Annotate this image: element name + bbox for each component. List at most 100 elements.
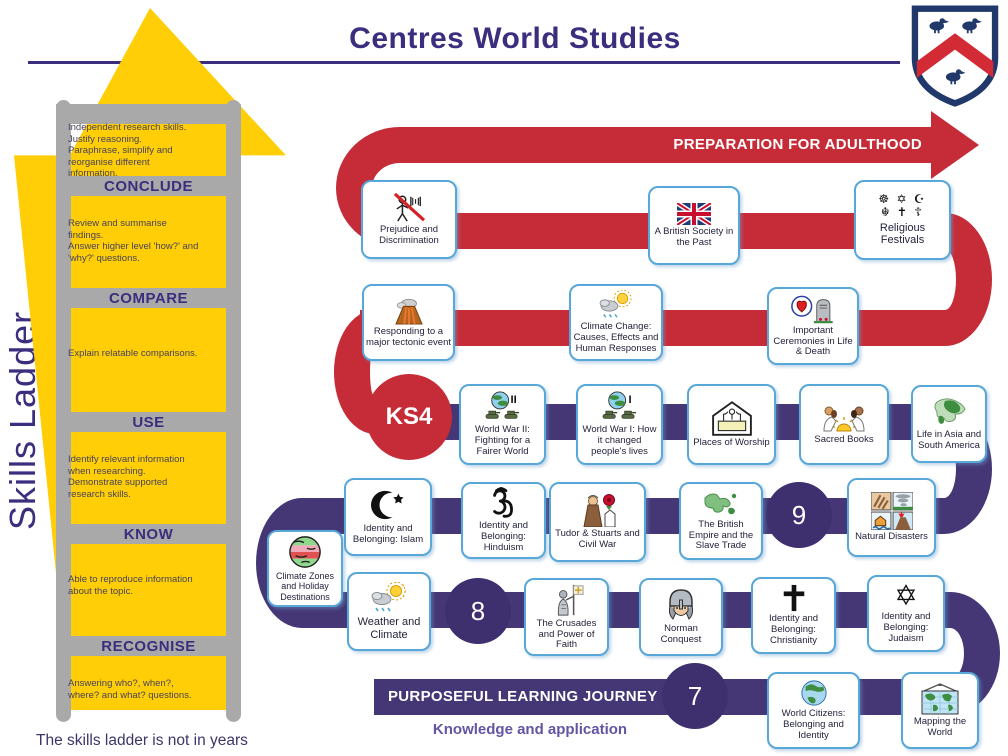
card-label: World War I: How it changed people's liv… — [582, 424, 657, 457]
tudor-figure-rose-icon — [578, 493, 618, 528]
title-underline — [28, 61, 900, 64]
ladder-skill-description: Answering who?, when?, where? and what? … — [68, 678, 192, 701]
card-tudor-stuarts: Tudor & Stuarts and Civil War — [549, 482, 646, 562]
svg-text:II: II — [510, 394, 516, 406]
crusader-flag-icon — [550, 583, 584, 617]
card-label: Life in Asia and South America — [916, 429, 982, 451]
card-label: A British Society in the Past — [654, 225, 734, 248]
card-natural-disasters: Natural Disasters — [847, 478, 936, 557]
om-icon — [487, 487, 521, 519]
ladder-rung-conclude: CONCLUDE — [56, 176, 241, 196]
globe-tanks-ww1-icon: I — [598, 391, 642, 423]
card-label: Mapping the World — [913, 715, 967, 738]
card-world-citizens: World Citizens: Belonging and Identity — [767, 672, 860, 749]
ban-person-icon — [389, 192, 429, 223]
card-prejudice-discrimination: Prejudice and Discrimination — [361, 180, 457, 259]
disasters-grid-icon — [870, 492, 913, 531]
card-british-society: A British Society in the Past — [648, 186, 740, 265]
worship-house-icon — [711, 400, 753, 436]
card-judaism: ✡ Identity and Belonging: Judaism — [867, 575, 945, 652]
asia-map-icon — [929, 396, 969, 428]
card-christianity: Identity and Belonging: Christianity — [751, 577, 836, 654]
card-label: World Citizens: Belonging and Identity — [781, 708, 846, 741]
card-label: Sacred Books — [814, 434, 874, 446]
page-title: Centres World Studies — [349, 22, 681, 55]
card-label: Climate Zones and Holiday Destinations — [275, 570, 335, 602]
card-mapping-the-world: Mapping the World — [901, 672, 979, 749]
climate-zones-globe-icon — [288, 535, 322, 569]
learning-journey-banner: PURPOSEFUL LEARNING JOURNEY — [388, 688, 658, 705]
ladder-skill-description: Review and summarise findings. Answer hi… — [68, 218, 199, 264]
ladder-skill-description: Explain relatable comparisons. — [68, 348, 198, 359]
ladder-rung-recognise: RECOGNISE — [56, 636, 241, 656]
ladder-rung-know: KNOW — [56, 524, 241, 544]
card-hinduism: Identity and Belonging: Hinduism — [461, 482, 546, 559]
union-jack-icon — [677, 202, 711, 225]
star-of-david-icon: ✡ — [894, 580, 918, 612]
card-label: Weather and Climate — [357, 615, 421, 641]
volcano-icon — [390, 297, 428, 325]
card-british-empire: The British Empire and the Slave Trade — [679, 482, 763, 560]
card-world-war-1: I World War I: How it changed people's l… — [576, 384, 663, 465]
globe-icon — [798, 679, 830, 707]
ladder-rung — [56, 104, 241, 124]
ladder-rail-right — [226, 100, 241, 722]
card-label: The Crusades and Power of Faith — [536, 617, 597, 651]
crescent-star-icon — [369, 488, 407, 522]
ladder-rung-compare: COMPARE — [56, 288, 241, 308]
card-weather-climate: Weather and Climate — [347, 572, 431, 651]
preparation-banner: PREPARATION FOR ADULTHOOD — [673, 136, 922, 153]
card-tectonic-event: Responding to a major tectonic event — [362, 284, 455, 361]
year8-circle: 8 — [445, 578, 511, 644]
card-label: Places of Worship — [693, 437, 770, 449]
cross-icon — [780, 584, 808, 612]
card-label: Norman Conquest — [660, 623, 702, 645]
card-label: Responding to a major tectonic event — [366, 325, 452, 348]
card-label: Prejudice and Discrimination — [379, 223, 439, 246]
card-norman-conquest: Norman Conquest — [639, 578, 723, 656]
ladder-footnote: The skills ladder is not in years — [36, 732, 248, 749]
card-label: Identity and Belonging: Islam — [352, 523, 424, 545]
card-climate-change: Climate Change: Causes, Effects and Huma… — [569, 284, 663, 361]
globe-tanks-ww2-icon: II — [481, 391, 525, 423]
card-label: Tudor & Stuarts and Civil War — [555, 528, 640, 550]
card-label: Natural Disasters — [855, 531, 928, 543]
card-places-of-worship: Places of Worship — [687, 384, 776, 465]
ladder-rung-use: USE — [56, 412, 241, 432]
sun-cloud-icon — [598, 290, 634, 320]
card-islam: Identity and Belonging: Islam — [344, 478, 432, 556]
ladder-skill-description: Able to reproduce information about the … — [68, 574, 193, 597]
card-label: Identity and Belonging: Judaism — [881, 611, 931, 644]
journey-subtitle: Knowledge and application — [432, 721, 628, 738]
card-important-ceremonies: Important Ceremonies in Life & Death — [767, 287, 859, 365]
heart-gravestone-icon — [791, 294, 835, 324]
card-label: Climate Change: Causes, Effects and Huma… — [573, 321, 659, 354]
card-label: Identity and Belonging: Christianity — [768, 613, 819, 646]
wall-map-icon — [918, 682, 962, 715]
school-crest-icon — [908, 5, 1002, 107]
card-crusades: The Crusades and Power of Faith — [524, 578, 609, 656]
card-world-war-2: II World War II: Fighting for a Fairer W… — [459, 384, 546, 465]
card-life-in-asia: Life in Asia and South America — [911, 385, 987, 463]
card-label: Important Ceremonies in Life & Death — [773, 324, 853, 358]
norman-helmet-icon — [662, 588, 700, 622]
card-label: Religious Festivals — [879, 221, 926, 247]
card-label: The British Empire and the Slave Trade — [688, 518, 754, 552]
religious-symbols-icon: ☸ ✡ ☪ ☬ ✝ ☦ — [878, 192, 927, 220]
year7-circle: 7 — [662, 663, 728, 729]
year9-circle: 9 — [766, 482, 832, 548]
ladder-skill-description: Identify relevant information when resea… — [68, 454, 185, 500]
red-path-arrowhead — [931, 111, 979, 179]
card-label: World War II: Fighting for a Fairer Worl… — [474, 424, 531, 457]
svg-text:I: I — [628, 394, 631, 406]
sacred-books-icon — [821, 403, 867, 433]
card-label: Identity and Belonging: Hinduism — [478, 520, 529, 553]
red-path-top-band — [420, 127, 933, 163]
ladder-rail-left — [56, 100, 71, 722]
card-religious-festivals: ☸ ✡ ☪ ☬ ✝ ☦ Religious Festivals — [854, 180, 951, 260]
empire-map-icon — [701, 490, 741, 518]
key-stage-circle: KS4 — [366, 374, 452, 460]
card-climate-zones: Climate Zones and Holiday Destinations — [267, 530, 343, 607]
card-sacred-books: Sacred Books — [799, 384, 889, 465]
